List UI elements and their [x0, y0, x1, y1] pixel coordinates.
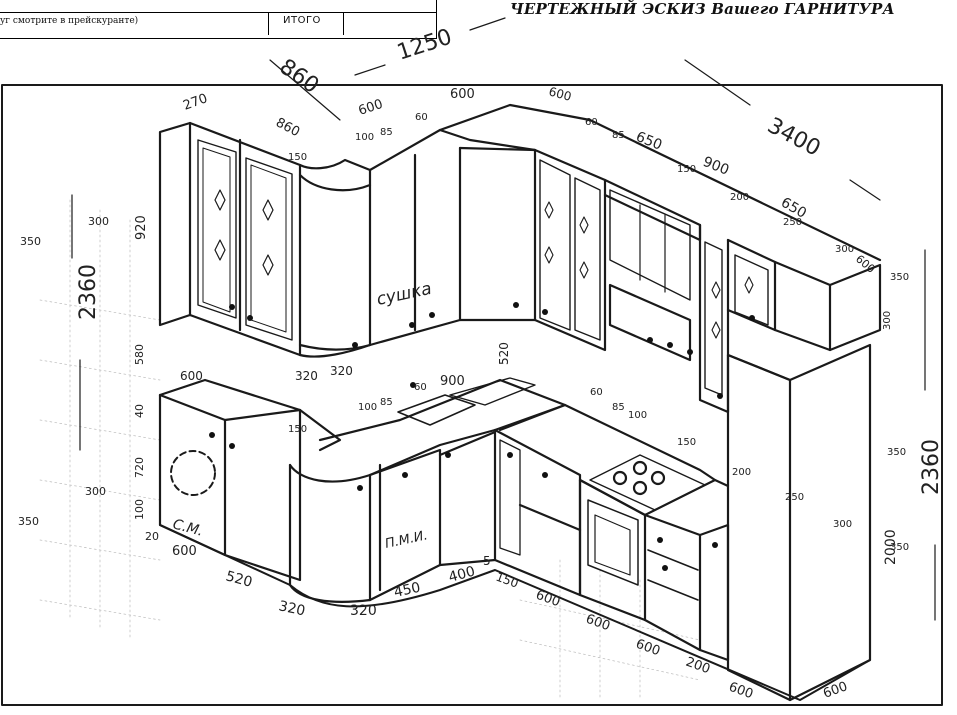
dim-20: 20 [145, 530, 159, 543]
dim-150: 150 [288, 152, 307, 163]
dim-350: 350 [887, 447, 906, 458]
dim-150: 150 [494, 570, 520, 591]
dim-60: 60 [415, 112, 428, 123]
dim-100: 100 [358, 402, 377, 413]
dim-200: 200 [684, 655, 712, 678]
upper-right-cabinets [533, 118, 882, 414]
dim-580: 580 [133, 344, 146, 365]
price-table: уг смотрите в прейскуранте) ИТОГО [0, 0, 437, 39]
dim-250: 250 [785, 492, 804, 503]
dim-2360-right: 2360 [919, 439, 944, 495]
dim-60: 60 [585, 117, 598, 128]
dim-320: 320 [350, 603, 377, 619]
table-note: уг смотрите в прейскуранте) [0, 16, 139, 26]
dim-85: 85 [380, 397, 393, 408]
dim-5: 5 [483, 554, 491, 568]
upper-corner-rounded [298, 158, 372, 358]
dim-1250: 1250 [394, 25, 455, 66]
dim-720: 720 [133, 457, 146, 478]
dim-600: 600 [584, 612, 612, 635]
dryer-label: сушка [375, 279, 434, 310]
dim-320: 320 [295, 369, 318, 383]
dim-350: 350 [20, 235, 41, 248]
dim-100: 100 [355, 132, 374, 143]
dim-150: 150 [288, 424, 307, 435]
dim-85: 85 [612, 402, 625, 413]
upper-dryer-cabinet [368, 103, 592, 347]
cabinet-knobs [209, 302, 755, 571]
dimension-labels: 1250 860 3400 2360 2360 270 860 600 60 6… [18, 25, 944, 703]
dim-100: 100 [133, 499, 146, 520]
dim-250: 250 [783, 217, 802, 228]
dim-520: 520 [224, 568, 254, 590]
dimension-lines [71, 17, 936, 621]
dim-85: 85 [380, 127, 393, 138]
dim-320: 320 [330, 364, 353, 378]
dim-300: 300 [85, 485, 106, 498]
total-label: ИТОГО [283, 15, 321, 26]
dim-860: 860 [273, 115, 302, 140]
dim-2360-left: 2360 [76, 264, 101, 320]
dim-320: 320 [277, 598, 306, 619]
dim-350: 350 [890, 542, 909, 553]
dim-200: 200 [730, 192, 749, 203]
dim-350: 350 [890, 272, 909, 283]
dishwasher-label: П.М.И. [384, 528, 429, 552]
dim-2000: 2000 [883, 529, 899, 565]
table-cell-divider [343, 13, 344, 35]
dim-300: 300 [833, 519, 852, 530]
dim-650: 650 [634, 129, 665, 154]
dim-150: 150 [677, 164, 696, 175]
dim-300: 300 [835, 244, 854, 255]
dim-600: 600 [547, 84, 573, 103]
dim-600: 600 [727, 680, 755, 703]
page-title: ЧЕРТЕЖНЫЙ ЭСКИЗ Вашего ГАРНИТУРА [510, 0, 895, 18]
dim-200: 200 [732, 467, 751, 478]
dim-350: 350 [18, 515, 39, 528]
dim-400: 400 [447, 563, 477, 585]
background-grid [39, 199, 701, 701]
floor-outline [159, 524, 871, 701]
dim-900: 900 [440, 374, 465, 389]
dim-450: 450 [393, 580, 422, 601]
drawing-frame [1, 84, 943, 706]
dim-40: 40 [133, 404, 146, 418]
dim-520: 520 [497, 342, 511, 365]
dim-270: 270 [181, 91, 209, 114]
dim-85: 85 [612, 130, 625, 141]
dim-600: 600 [172, 544, 197, 559]
dim-600: 600 [180, 369, 203, 383]
dim-600: 600 [534, 588, 562, 611]
dim-3400: 3400 [763, 113, 824, 161]
upper-left-cabinet [158, 121, 302, 357]
dim-920: 920 [134, 215, 149, 240]
table-cell-divider [268, 13, 269, 35]
dim-300: 300 [88, 215, 109, 228]
dim-60: 60 [590, 387, 603, 398]
sink-unit-label: С.М. [171, 516, 205, 539]
dim-60: 60 [414, 382, 427, 393]
dim-860-top: 860 [275, 54, 324, 99]
dim-150: 150 [677, 437, 696, 448]
dim-100: 100 [628, 410, 647, 421]
lower-right-cabinets [493, 403, 730, 662]
dim-600: 600 [450, 87, 475, 102]
table-row [0, 12, 436, 35]
dim-300: 300 [882, 311, 893, 330]
dim-600: 600 [357, 97, 385, 119]
